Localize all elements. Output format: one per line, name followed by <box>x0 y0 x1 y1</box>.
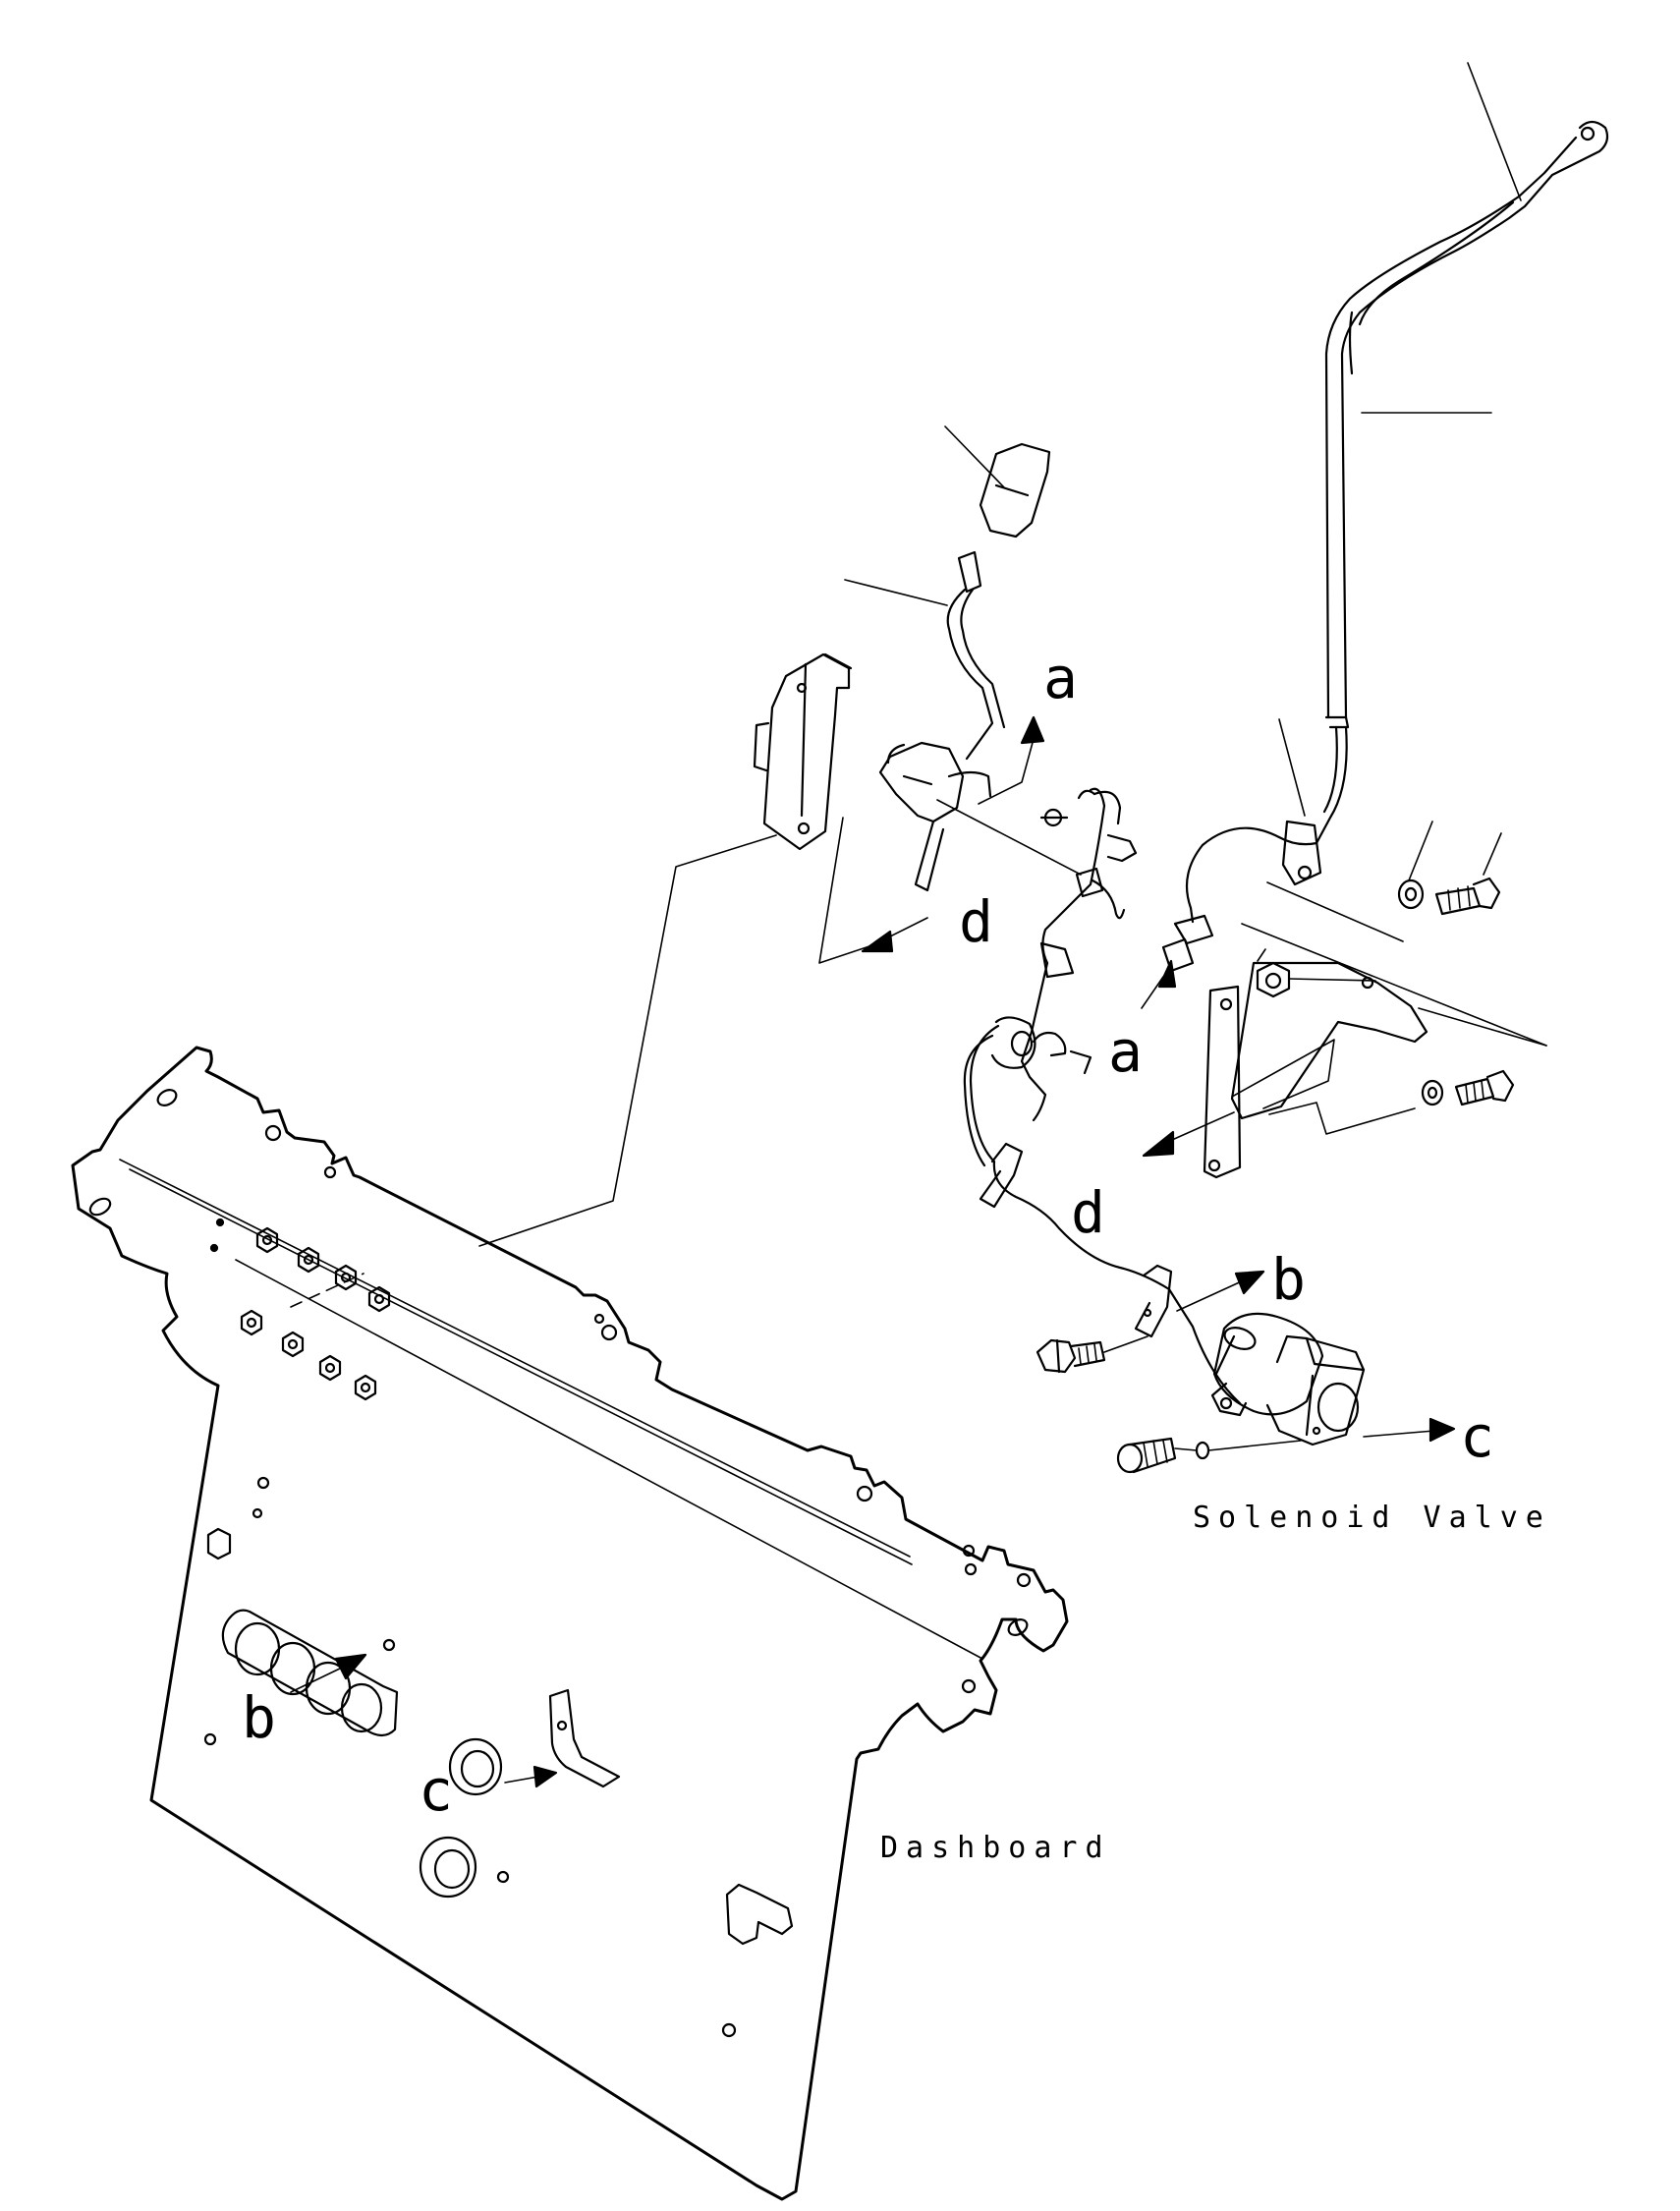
solenoid-bracket <box>1142 923 1547 1179</box>
callout-c-right: c <box>1460 1403 1494 1470</box>
middle-harness <box>963 787 1242 1405</box>
panel-arrows <box>290 1653 558 1788</box>
dashboard-label: Dashboard <box>880 1831 1111 1865</box>
callout-b-left: b <box>242 1684 276 1751</box>
panel-bracket <box>548 1688 621 1788</box>
solenoid-bolt-lower <box>1116 1437 1302 1474</box>
ground-cable <box>1324 62 1609 729</box>
callout-d-left: d <box>959 888 993 955</box>
grommets <box>419 1737 503 1899</box>
callout-a-lower: a <box>1108 1018 1143 1085</box>
upper-connector <box>944 425 1051 539</box>
callout-a-upper: a <box>1043 645 1078 711</box>
dashboard-panel <box>71 1046 1069 2201</box>
washer-bolt-right <box>1397 821 1502 916</box>
callout-b-right: b <box>1271 1246 1306 1313</box>
solenoid-valve <box>1176 1270 1456 1446</box>
solenoid-bolt <box>1036 1335 1148 1374</box>
callout-c-left: c <box>419 1757 453 1824</box>
vertical-bracket <box>753 652 853 851</box>
callout-d-right: d <box>1071 1179 1105 1246</box>
lower-cable-clamp <box>1141 718 1404 1009</box>
solenoid-valve-label: Solenoid Valve <box>1193 1501 1551 1535</box>
panel-nuts <box>240 1226 391 1401</box>
mount-leader <box>478 834 777 1247</box>
switch-block <box>221 1609 399 1737</box>
upper-harness <box>844 550 1082 953</box>
bracket-bolt <box>1421 1069 1515 1106</box>
bracket-d-guide <box>818 817 885 964</box>
